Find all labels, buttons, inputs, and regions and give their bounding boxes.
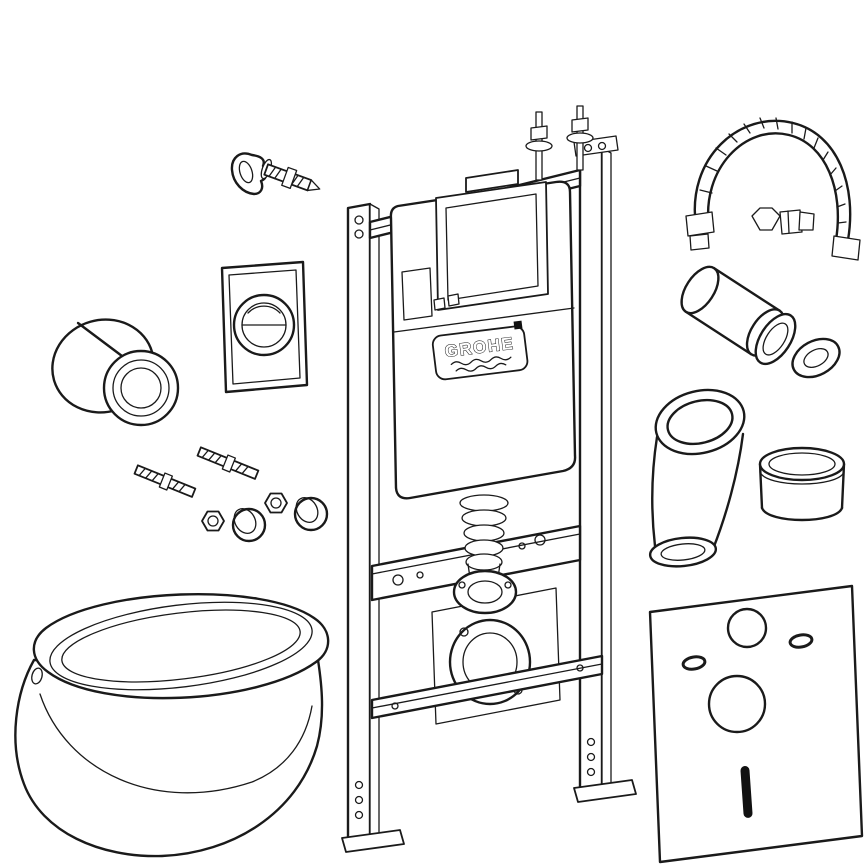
fill-valve [401,267,433,321]
mat-hole-center [707,674,767,734]
mat-slot-right [788,633,814,649]
grohe-logo-plate: GROHE [431,320,529,381]
flush-plate [220,260,309,394]
wall-bracket-screw [230,152,321,196]
frame-feet [341,737,637,853]
gasket-cup [758,446,846,522]
mat-slot-bottom [740,766,753,818]
dome-caps [231,496,329,543]
flush-bend-flange [452,569,518,615]
sound-insulation-mat [648,584,864,864]
fixing-screw [260,158,321,192]
frame-lower-crossbar [370,654,604,720]
outlet-elbow [648,388,746,568]
connector-pipe [680,265,797,366]
angle-valve [751,207,815,235]
flush-actuator-grommet [51,318,180,427]
concealed-cistern: GROHE [389,169,577,500]
mounting-rods [133,446,329,543]
frame-right-rail [578,146,604,802]
fixing-nuts [201,492,288,532]
installation-frame: GROHE [341,105,637,853]
supply-hose [685,117,861,261]
hose-braiding [699,117,847,224]
wall-hung-toilet [14,592,330,858]
frame-left-rail [346,202,372,848]
mat-hole-top [726,607,768,649]
seal-ring [791,337,841,379]
flush-bend [452,494,518,615]
hose-fitting-right [831,235,861,261]
logo-corner-mark [513,320,523,330]
toilet-body [14,658,324,858]
mat-slot-left [681,655,707,671]
hanger-bolts [525,105,594,181]
hose-fitting-left [685,211,715,237]
